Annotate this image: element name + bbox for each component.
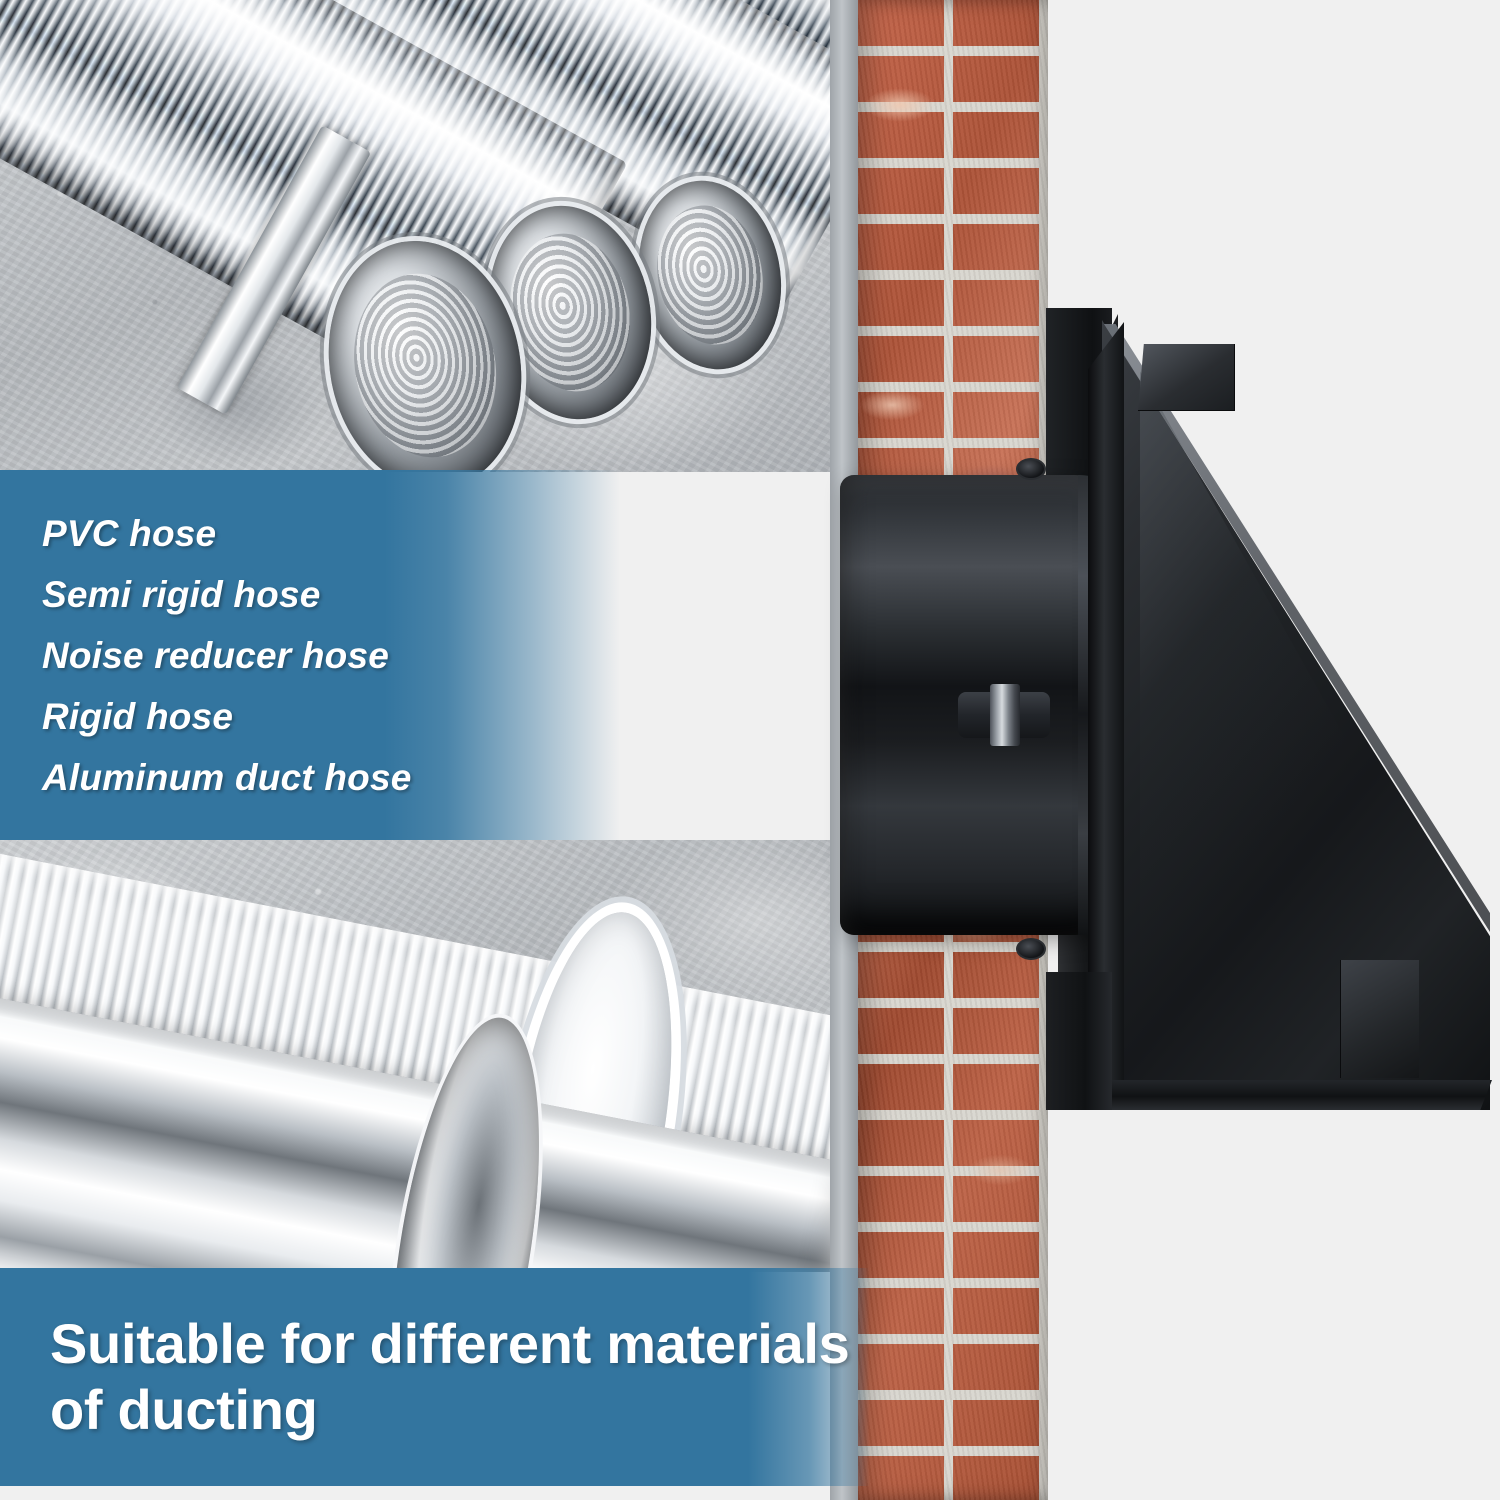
feature-item-pvc-hose: PVC hose	[42, 512, 217, 554]
caption-banner: Suitable for different materials of duct…	[0, 1268, 870, 1486]
feature-item-noise-reducer-hose: Noise reducer hose	[42, 634, 390, 676]
black-wall-vent-hood	[840, 300, 1500, 1120]
aluminum-flexible-ducts-photo: Three silver aluminum flexible duct hose…	[0, 0, 860, 472]
collar-screw-bottom-icon	[1016, 938, 1046, 960]
vent-hood-bevel	[1140, 371, 1470, 1112]
vent-bottom-skirt	[1102, 1080, 1492, 1110]
vent-latch-knob	[990, 684, 1020, 746]
feature-item-semi-rigid-hose: Semi rigid hose	[42, 573, 321, 615]
vent-top-mounting-tab	[1138, 344, 1235, 411]
vent-bottom-corner-tab	[1340, 960, 1419, 1078]
pvc-and-rigid-duct-photo: White corrugated PVC hose with chrome ri…	[0, 840, 860, 1272]
collar-screw-top-icon	[1016, 458, 1046, 480]
features-banner: PVC hose Semi rigid hose Noise reducer h…	[0, 470, 620, 840]
feature-item-aluminum-duct-hose: Aluminum duct hose	[42, 756, 412, 798]
vent-lower-return	[1046, 972, 1112, 1110]
feature-item-rigid-hose: Rigid hose	[42, 695, 234, 737]
caption-line-1: Suitable for different materials	[50, 1311, 850, 1375]
caption-line-2: of ducting	[50, 1378, 318, 1441]
